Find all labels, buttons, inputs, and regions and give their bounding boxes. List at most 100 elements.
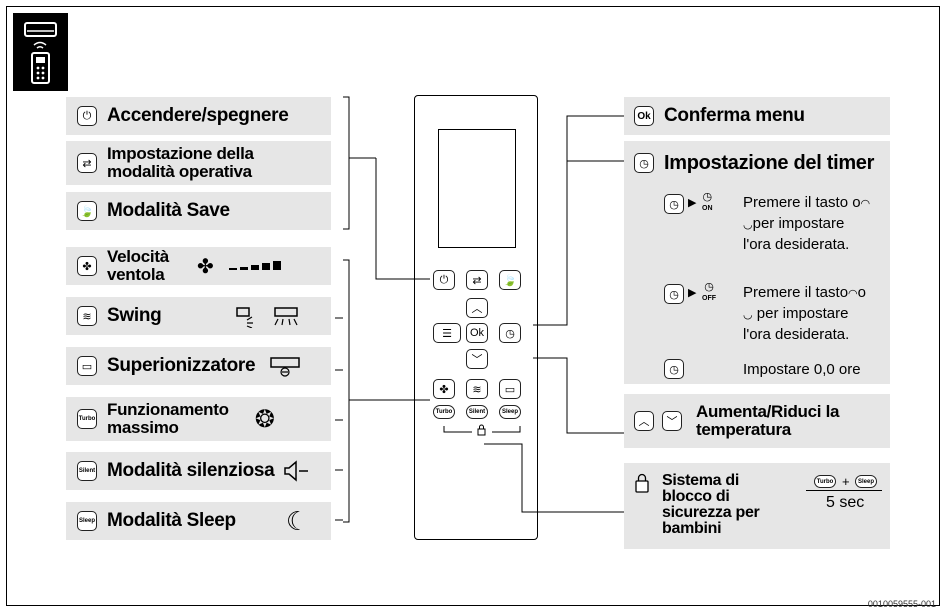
arrow-down-icon-2: ◡ bbox=[743, 309, 753, 321]
fan-icon: ✤ bbox=[77, 256, 97, 276]
remote-turbo-label: Turbo bbox=[435, 409, 453, 415]
timer-on-icon: ◷ON bbox=[702, 191, 713, 213]
remote-down-button[interactable]: ﹀ bbox=[466, 349, 488, 369]
timer-off-line-1: Premere il tasto bbox=[743, 284, 849, 301]
clock-icon: ◷ bbox=[634, 153, 654, 173]
swing-icon: ≋ bbox=[77, 306, 97, 326]
timer-on-line-2: per impostare bbox=[752, 215, 845, 232]
swing-text: Swing bbox=[107, 305, 162, 326]
panel-timer: ◷ Impostazione del timer bbox=[624, 141, 890, 384]
power-text: Accendere/spegnere bbox=[107, 105, 289, 126]
document-code: 0010059555-001 bbox=[867, 599, 936, 609]
lock-combo-line bbox=[806, 490, 882, 491]
ionizer-icon: ▭ bbox=[77, 356, 97, 376]
remote-ok-button[interactable]: Ok bbox=[466, 323, 488, 343]
sleep-text: Modalità Sleep bbox=[107, 510, 236, 531]
plus-sign: + bbox=[842, 474, 850, 489]
arrow-up-icon: ◠ bbox=[860, 198, 871, 210]
lock-time: 5 sec bbox=[826, 494, 865, 511]
remote-up-button[interactable]: ︿ bbox=[466, 298, 488, 318]
label-ok: Ok Conferma menu bbox=[624, 97, 890, 135]
lock-text-3: sicurezza per bbox=[662, 504, 760, 521]
lock-turbo-icon: Turbo bbox=[814, 475, 836, 488]
lock-sleep-label: Sleep bbox=[857, 478, 874, 485]
timer-reset-clock-icon: ◷ bbox=[664, 359, 684, 379]
turbo-icon: Turbo bbox=[77, 409, 97, 429]
timer-on-clock-icon: ◷ bbox=[664, 194, 684, 214]
remote-sleep-label: Sleep bbox=[501, 409, 518, 415]
remote-silent-button[interactable]: Silent bbox=[466, 405, 488, 419]
timer-off-icon: ◷OFF bbox=[702, 281, 716, 303]
temp-up-icon: ︿ bbox=[634, 411, 654, 431]
fan-text-2: ventola bbox=[107, 265, 165, 284]
timer-off-o: o bbox=[857, 284, 866, 301]
timer-on-line-3: l'ora desiderata. bbox=[743, 236, 850, 253]
remote-ionizer-button[interactable]: ▭ bbox=[499, 379, 521, 399]
remote-display bbox=[438, 129, 516, 248]
ok-icon: Ok bbox=[634, 106, 654, 126]
ionizer-text: Superionizzatore bbox=[107, 355, 256, 376]
swing-louver-icon bbox=[236, 307, 299, 328]
temp-text-2: temperatura bbox=[696, 420, 791, 439]
label-save: 🍃 Modalità Save bbox=[66, 192, 331, 230]
fan-text-1: Velocità bbox=[107, 247, 169, 266]
remote-ok-label: Ok bbox=[469, 327, 485, 339]
label-fan: ✤ Velocità ventola ✤ bbox=[66, 247, 331, 285]
silent-text: Modalità silenziosa bbox=[107, 460, 275, 481]
label-power: ⏻ Accendere/spegnere bbox=[66, 97, 331, 135]
off-label: OFF bbox=[702, 295, 716, 302]
power-icon: ⏻ bbox=[77, 106, 97, 126]
turbo-fan-icon: ❂ bbox=[254, 405, 275, 433]
on-label: ON bbox=[702, 205, 713, 212]
remote-swing-button[interactable]: ≋ bbox=[466, 379, 488, 399]
arrow-up-icon-2: ◠ bbox=[848, 288, 858, 300]
sleep-icon: Sleep bbox=[77, 511, 97, 531]
label-swing: ≋ Swing bbox=[66, 297, 331, 335]
lock-text-4: bambini bbox=[662, 520, 722, 537]
mode-text-2: modalità operativa bbox=[107, 162, 252, 181]
timer-on-line-1: Premere il tasto o bbox=[743, 194, 861, 211]
ac-remote-symbol bbox=[13, 13, 68, 91]
moon-icon: ☾ bbox=[285, 505, 310, 536]
mode-icon: ⇄ bbox=[77, 153, 97, 173]
lock-text-1: Sistema di bbox=[662, 472, 740, 489]
page-frame bbox=[6, 6, 940, 606]
arrow-down-icon: ◡ bbox=[743, 219, 753, 231]
turbo-text-2: massimo bbox=[107, 418, 179, 437]
save-text: Modalità Save bbox=[107, 200, 230, 221]
mode-text-1: Impostazione della bbox=[107, 144, 254, 163]
remote-fan-button[interactable]: ✤ bbox=[433, 379, 455, 399]
remote-sleep-button[interactable]: Sleep bbox=[499, 405, 521, 419]
arrow-right-icon-2: ▶ bbox=[688, 287, 697, 299]
remote-lock-indicator bbox=[443, 424, 521, 436]
timer-text: Impostazione del timer bbox=[664, 152, 875, 174]
turbo-text-1: Funzionamento bbox=[107, 400, 229, 419]
fan-speed-icon: ✤ bbox=[197, 256, 281, 278]
silent-icon: Silent bbox=[77, 461, 97, 481]
timer-off-clock-icon: ◷ bbox=[664, 284, 684, 304]
remote-silent-label: Silent bbox=[468, 409, 486, 415]
speaker-icon bbox=[284, 460, 309, 482]
timer-off-line-3: l'ora desiderata. bbox=[743, 326, 850, 343]
timer-on-desc: Premere il tasto o◠ ◡per impostare l'ora… bbox=[743, 193, 870, 254]
remote-save-button[interactable]: 🍃 bbox=[499, 270, 521, 290]
label-ionizer: ▭ Superionizzatore bbox=[66, 347, 331, 385]
lock-icon bbox=[635, 473, 649, 493]
temp-text-1: Aumenta/Riduci la bbox=[696, 402, 840, 421]
label-temperature: ︿ ﹀ Aumenta/Riduci la temperatura bbox=[624, 394, 890, 448]
lock-sleep-icon: Sleep bbox=[855, 475, 877, 488]
ionizer-unit-icon bbox=[270, 357, 301, 377]
remote-mode-button[interactable]: ⇄ bbox=[466, 270, 488, 290]
timer-reset-text: Impostare 0,0 ore bbox=[743, 361, 861, 378]
remote-menu-button[interactable]: ☰ bbox=[433, 323, 461, 343]
label-silent: Silent Modalità silenziosa bbox=[66, 452, 331, 490]
ok-text: Conferma menu bbox=[664, 105, 805, 126]
lock-text-2: blocco di bbox=[662, 488, 730, 505]
remote-timer-button[interactable]: ◷ bbox=[499, 323, 521, 343]
svg-text:✤: ✤ bbox=[197, 256, 214, 278]
remote-power-button[interactable]: ⏻ bbox=[433, 270, 455, 290]
arrow-right-icon: ▶ bbox=[688, 197, 697, 209]
lock-turbo-label: Turbo bbox=[816, 478, 834, 485]
label-turbo: Turbo Funzionamento massimo ❂ bbox=[66, 397, 331, 441]
remote-turbo-button[interactable]: Turbo bbox=[433, 405, 455, 419]
